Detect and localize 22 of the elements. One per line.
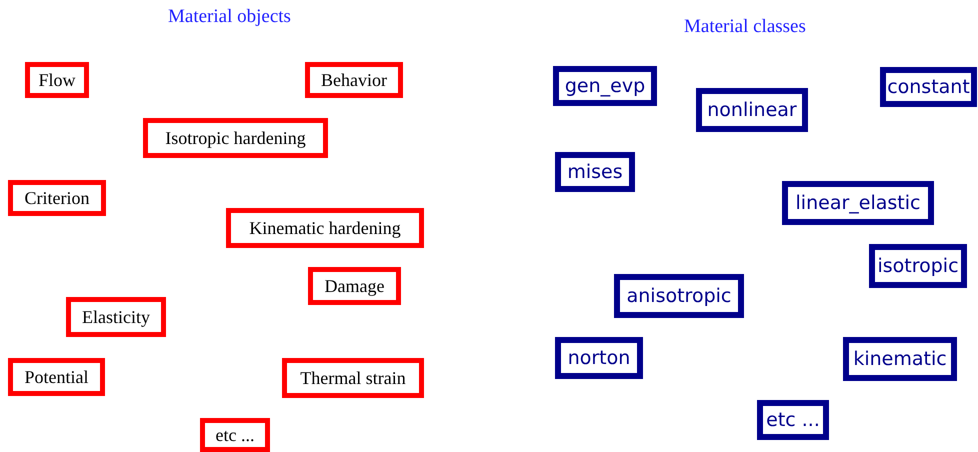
material-class-box: linear_elastic	[782, 181, 934, 225]
material-object-box: Flow	[25, 62, 89, 98]
material-object-box: Potential	[8, 358, 105, 396]
material-class-box: etc ...	[757, 400, 829, 440]
material-object-box: Elasticity	[66, 297, 166, 337]
material-class-box: anisotropic	[614, 274, 744, 318]
material-class-box: gen_evp	[553, 66, 657, 106]
material-class-box: nonlinear	[696, 88, 808, 132]
material-object-box: Damage	[308, 267, 401, 305]
material-class-box: constant	[880, 67, 977, 107]
material-class-box: kinematic	[843, 337, 957, 381]
material-class-box: isotropic	[869, 244, 967, 288]
material-class-box: mises	[555, 152, 635, 192]
column-heading: Material classes	[684, 16, 806, 38]
material-object-box: Behavior	[305, 62, 403, 98]
material-object-box: Criterion	[8, 180, 106, 216]
column-heading: Material objects	[168, 6, 291, 28]
material-class-box: norton	[555, 337, 643, 379]
material-object-box: Isotropic hardening	[143, 118, 328, 158]
material-object-box: Thermal strain	[282, 358, 424, 398]
material-object-box: Kinematic hardening	[226, 208, 424, 248]
material-object-box: etc ...	[200, 418, 270, 452]
